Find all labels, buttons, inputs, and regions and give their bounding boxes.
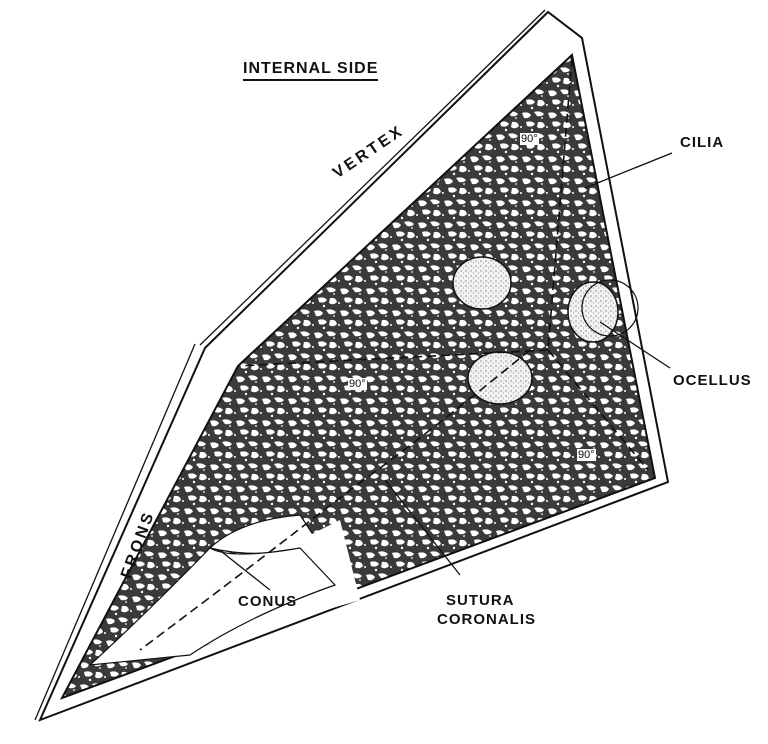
sutura-label-line2: CORONALIS <box>437 611 536 628</box>
conus-label: CONUS <box>238 593 298 610</box>
diagram-title: INTERNAL SIDE <box>243 60 379 81</box>
dashed-lines <box>139 57 649 651</box>
angle-label-top: 90° <box>520 133 539 145</box>
conus-region <box>88 547 337 666</box>
angle-label-middle: 90° <box>348 378 367 390</box>
angle-label-bottom: 90° <box>577 449 596 461</box>
ocellus-highlight-circle <box>581 279 639 337</box>
cilia-label: CILIA <box>680 134 725 151</box>
ocellus-lower <box>467 351 533 405</box>
ocellus-upper <box>452 256 512 310</box>
ocellus-label: OCELLUS <box>673 372 752 389</box>
ocellus-right <box>567 281 619 343</box>
edge-dimension-lines <box>34 9 546 721</box>
textured-field <box>59 53 657 700</box>
sutura-label-line1: SUTURA <box>446 592 515 609</box>
callout-lines <box>221 152 673 591</box>
